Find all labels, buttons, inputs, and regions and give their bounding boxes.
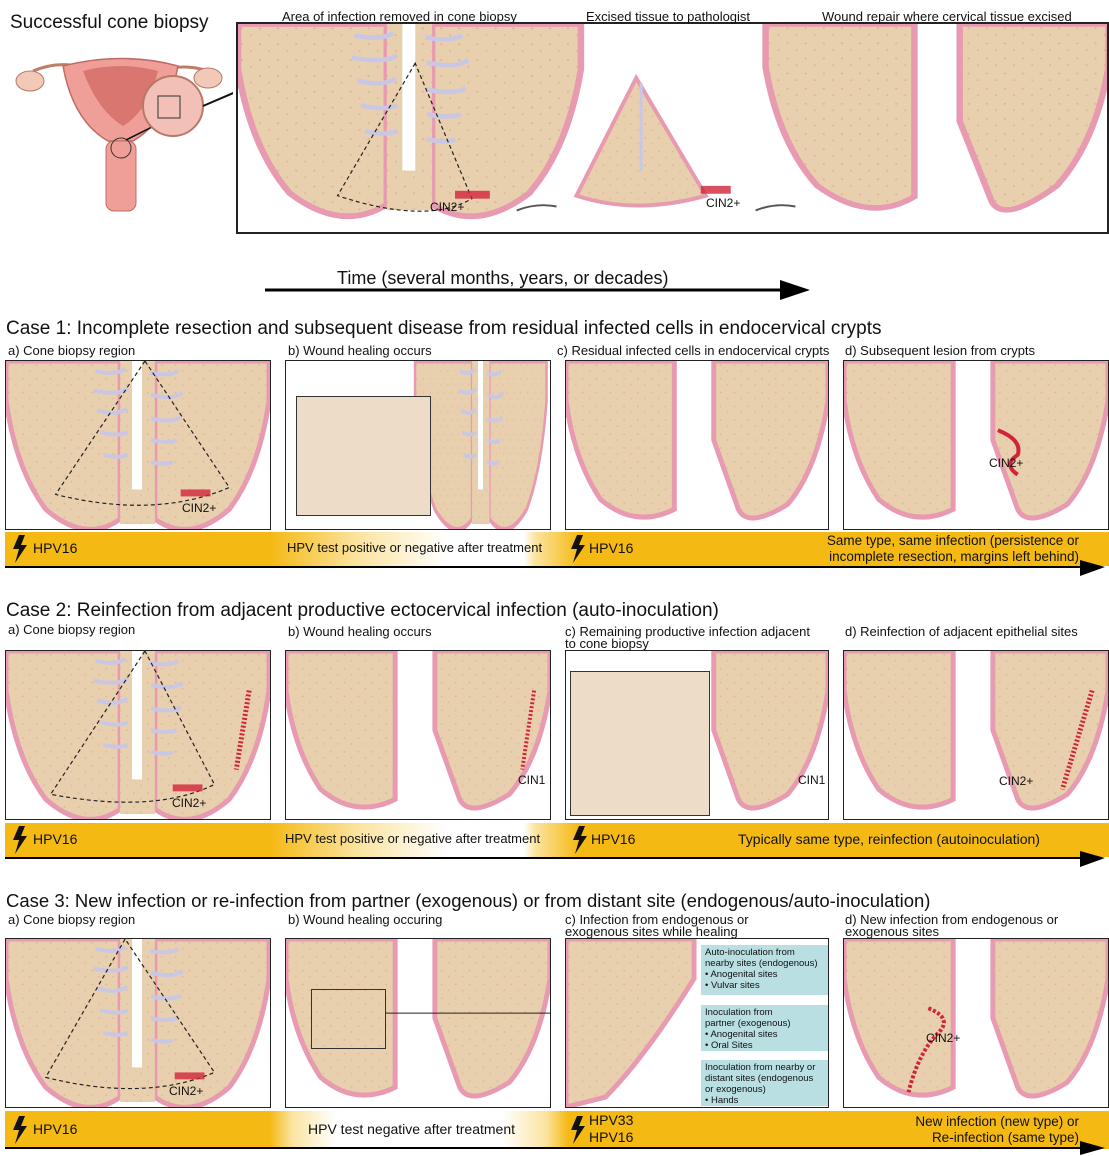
case2-caption-a: a) Cone biopsy region <box>8 622 135 637</box>
callout-1-line-1: Auto-inoculation from <box>705 947 825 958</box>
callout-2-line-2: partner (exogenous) <box>705 1018 825 1029</box>
case2-panel-d: CIN2+ <box>843 650 1109 820</box>
case2-cin-a: CIN2+ <box>172 796 206 810</box>
bolt-icon <box>10 535 30 563</box>
callout-3-line-3: or exogenous) <box>705 1084 825 1095</box>
bolt-icon <box>570 826 590 854</box>
case1-panel-a: CIN2+ <box>5 360 271 530</box>
case2-bar-middle: HPV test positive or negative after trea… <box>285 831 540 846</box>
case2-time-arrow <box>5 851 1109 871</box>
case2-cin-d: CIN2+ <box>999 774 1033 788</box>
case3-caption-b: b) Wound healing occuring <box>288 912 442 927</box>
top-cin-label-2: CIN2+ <box>706 196 740 210</box>
case2-hpv-left: HPV16 <box>33 831 77 847</box>
case3-panel-a: CIN2+ <box>5 938 271 1108</box>
top-caption-1: Area of infection removed in cone biopsy <box>282 9 517 24</box>
cone-biopsy-overview-panel: CIN2+ CIN2+ <box>236 22 1109 234</box>
case3-callout-2: Inoculation from partner (exogenous) • A… <box>701 1005 829 1051</box>
case3-time-arrow <box>5 1141 1109 1156</box>
callout-1-line-3: • Anogenital sites <box>705 969 825 980</box>
case1-panel-c <box>565 360 829 530</box>
callout-2-line-3: • Anogenital sites <box>705 1029 825 1040</box>
callout-1-line-2: nearby sites (endogenous) <box>705 958 825 969</box>
top-cin-label-1: CIN2+ <box>430 200 464 214</box>
case2-hpv-right: HPV16 <box>591 831 635 847</box>
top-caption-3: Wound repair where cervical tissue excis… <box>822 9 1072 24</box>
case2-panel-a: CIN2+ <box>5 650 271 820</box>
case1-panel-b <box>285 360 551 530</box>
case3-hpv-left: HPV16 <box>33 1121 77 1137</box>
case1-panel-d: CIN2+ <box>843 360 1109 530</box>
bolt-icon <box>568 1116 588 1144</box>
case1-hpv-left: HPV16 <box>33 540 77 556</box>
case1-zoom-inset <box>296 396 431 516</box>
callout-3-line-4: • Hands <box>705 1095 825 1106</box>
case2-caption-d: d) Reinfection of adjacent epithelial si… <box>845 624 1078 639</box>
case1-caption-d: d) Subsequent lesion from crypts <box>845 343 1035 358</box>
case1-bar-note-1: Same type, same infection (persistence o… <box>827 533 1079 549</box>
callout-2-line-1: Inoculation from <box>705 1007 825 1018</box>
case3-title: Case 3: New infection or re-infection fr… <box>6 890 930 912</box>
case3-caption-a: a) Cone biopsy region <box>8 912 135 927</box>
callout-3-line-1: Inoculation from nearby or <box>705 1062 825 1073</box>
case3-caption-c-2: exogenous sites while healing <box>565 924 738 939</box>
case1-caption-b: b) Wound healing occurs <box>288 343 432 358</box>
case1-cin-d: CIN2+ <box>989 456 1023 470</box>
bolt-icon <box>10 826 30 854</box>
case3-bar-note-1: New infection (new type) or <box>915 1114 1079 1130</box>
case1-cin-a: CIN2+ <box>182 501 216 515</box>
bolt-icon <box>568 535 588 563</box>
case3-bar-middle: HPV test negative after treatment <box>308 1121 515 1137</box>
case3-callout-3: Inoculation from nearby or distant sites… <box>701 1060 829 1106</box>
uterus-illustration <box>8 36 233 216</box>
case3-hpv-right-1: HPV33 <box>589 1112 633 1128</box>
case1-caption-a: a) Cone biopsy region <box>8 343 135 358</box>
case3-caption-d-2: exogenous sites <box>845 924 939 939</box>
case2-panel-c: CIN1 <box>565 650 829 820</box>
timeline-arrow <box>265 280 815 300</box>
case2-zoom-inset <box>570 671 710 816</box>
case2-panel-b: CIN1 <box>285 650 551 820</box>
case3-panel-d: CIN2+ <box>843 938 1109 1108</box>
case3-panel-c: Auto-inoculation from nearby sites (endo… <box>565 938 829 1108</box>
top-caption-2: Excised tissue to pathologist <box>586 9 750 24</box>
case2-title: Case 2: Reinfection from adjacent produc… <box>6 600 719 622</box>
case2-caption-b: b) Wound healing occurs <box>288 624 432 639</box>
case3-cin-a: CIN2+ <box>169 1084 203 1098</box>
bolt-icon <box>10 1116 30 1144</box>
case2-caption-c-2: to cone biopsy <box>565 636 649 651</box>
callout-2-line-4: • Oral Sites <box>705 1040 825 1051</box>
callout-3-line-2: distant sites (endogenous <box>705 1073 825 1084</box>
case1-hpv-right: HPV16 <box>589 540 633 556</box>
case3-cin-d: CIN2+ <box>926 1031 960 1045</box>
case1-time-arrow <box>5 560 1109 580</box>
case2-bar-note: Typically same type, reinfection (autoin… <box>738 831 1040 847</box>
top-title: Successful cone biopsy <box>10 12 209 34</box>
case2-cin-c: CIN1 <box>798 773 825 787</box>
case2-cin-b: CIN1 <box>518 773 545 787</box>
case1-caption-c: c) Residual infected cells in endocervic… <box>557 343 829 358</box>
case3-panel-b <box>285 938 551 1108</box>
callout-1-line-4: • Vulvar sites <box>705 980 825 991</box>
case1-bar-middle: HPV test positive or negative after trea… <box>287 540 542 555</box>
case1-title: Case 1: Incomplete resection and subsequ… <box>6 318 882 340</box>
case3-zoom-box <box>311 989 386 1049</box>
case3-callout-1: Auto-inoculation from nearby sites (endo… <box>701 945 829 995</box>
